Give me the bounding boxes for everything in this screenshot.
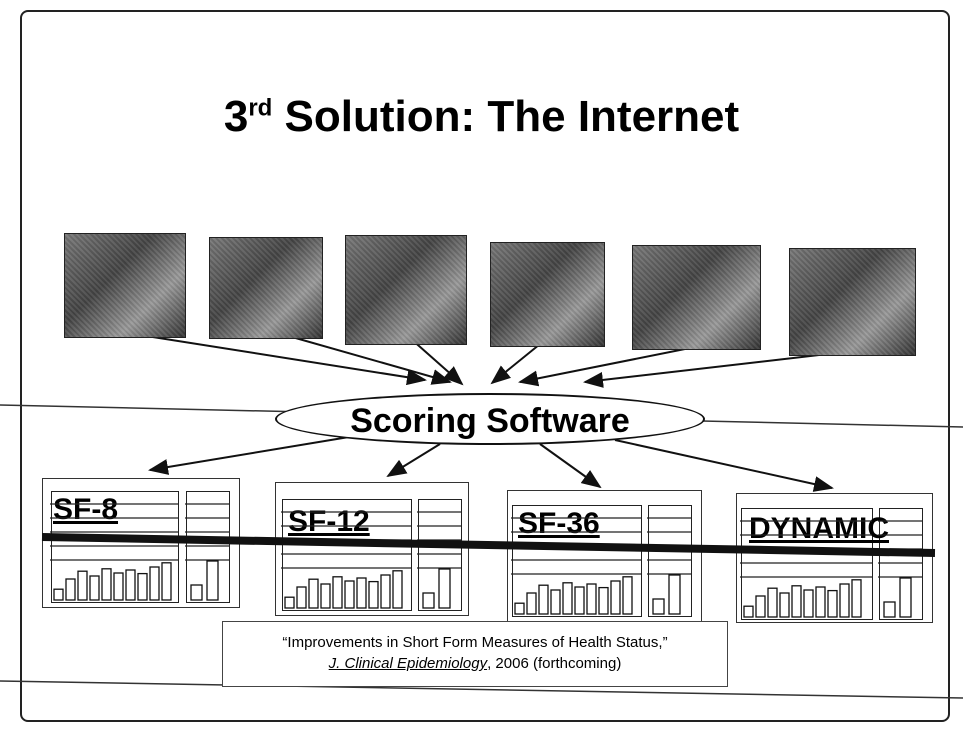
slide-title: 3rd Solution: The Internet bbox=[223, 92, 740, 141]
arrow-photo-6 bbox=[583, 351, 846, 388]
photo-woman-at-computer bbox=[64, 233, 186, 338]
arrow-photo-5 bbox=[518, 344, 706, 387]
form-label-dynamic: DYNAMIC bbox=[749, 512, 889, 545]
form-label-sf8: SF-8 bbox=[53, 493, 119, 526]
scoring-software-oval: Scoring Software bbox=[275, 393, 705, 445]
form-panel-dynamic: DYNAMIC bbox=[736, 493, 933, 623]
citation-year-status: , 2006 (forthcoming) bbox=[487, 655, 622, 672]
citation-line-2: J. Clinical Epidemiology, 2006 (forthcom… bbox=[223, 653, 727, 674]
form-panel-sf8: SF-8 bbox=[42, 478, 240, 608]
slide-frame bbox=[20, 10, 950, 722]
arrow-to-sf36 bbox=[539, 443, 602, 489]
photo-pda-in-hand bbox=[789, 248, 916, 356]
photo-man-on-phone bbox=[209, 237, 323, 339]
arrow-to-sf8 bbox=[148, 435, 356, 475]
scoring-software-label: Scoring Software bbox=[350, 402, 630, 440]
citation-line-1: “Improvements in Short Form Measures of … bbox=[282, 634, 668, 651]
arrow-photo-2 bbox=[284, 334, 452, 385]
form-panel-sf12: SF-12 bbox=[275, 482, 469, 616]
arrow-to-sf12 bbox=[386, 443, 441, 478]
lower-divider-line bbox=[0, 680, 963, 699]
form-label-sf12: SF-12 bbox=[288, 505, 370, 538]
photo-woman-at-laptop bbox=[490, 242, 605, 347]
arrow-photo-4 bbox=[490, 339, 546, 385]
photo-handheld-device bbox=[632, 245, 761, 350]
form-summary-table bbox=[648, 505, 692, 617]
citation-box: “Improvements in Short Form Measures of … bbox=[222, 621, 728, 687]
form-label-sf36: SF-36 bbox=[518, 507, 600, 540]
arrow-to-dynamic bbox=[614, 439, 834, 492]
form-score-table bbox=[512, 505, 642, 617]
arrow-photo-1 bbox=[139, 334, 427, 386]
form-score-table bbox=[741, 508, 873, 620]
form-panel-sf36: SF-36 bbox=[507, 490, 702, 622]
form-summary-table bbox=[418, 499, 462, 611]
photo-paper-form bbox=[345, 235, 467, 345]
form-summary-table bbox=[186, 491, 230, 603]
form-summary-table bbox=[879, 508, 923, 620]
citation-journal: J. Clinical Epidemiology bbox=[328, 655, 488, 672]
arrow-photo-3 bbox=[409, 337, 464, 386]
